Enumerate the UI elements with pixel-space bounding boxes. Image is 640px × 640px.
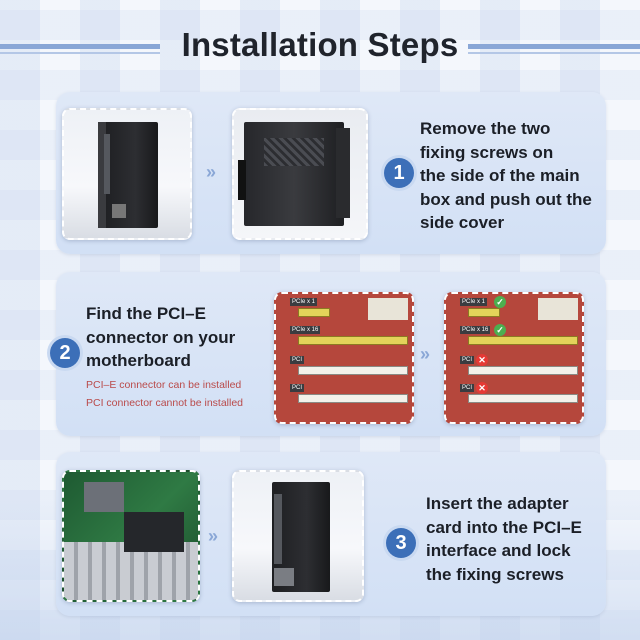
arrow-icon: » <box>208 526 219 546</box>
arrow-icon: » <box>420 344 431 364</box>
step-3-description: Insert the adapter card into the PCI–E i… <box>426 494 582 584</box>
step-2-panel: 2 Find the PCI–E connector on your mothe… <box>50 272 606 436</box>
step-number-badge: 1 <box>384 158 414 188</box>
check-icon: ✓ <box>494 324 506 336</box>
cross-icon: ✕ <box>476 354 488 366</box>
check-icon: ✓ <box>494 296 506 308</box>
step-3-panel: » 3 Insert the adapter card into the PCI… <box>56 452 606 616</box>
step-number-badge: 2 <box>50 338 80 368</box>
slot-label: PCI <box>290 384 305 392</box>
title-rule-right <box>468 44 640 54</box>
motherboard-marked-photo: PCIe x 1 ✓ PCIe x 16 ✓ PCI ✕ PCI ✕ <box>444 292 584 424</box>
finished-pc-photo <box>232 470 364 602</box>
cross-icon: ✕ <box>476 382 488 394</box>
page-title: Installation Steps <box>181 26 459 63</box>
step-1-panel: » 1 Remove the two fixing screws on the … <box>56 92 606 254</box>
slot-label: PCI <box>460 356 475 364</box>
slot-label: PCIe x 1 <box>290 298 318 306</box>
title-rule-left <box>0 44 160 54</box>
slot-label: PCIe x 16 <box>460 326 491 334</box>
closed-pc-photo <box>62 108 192 240</box>
motherboard-photo: PCIe x 1 PCIe x 16 PCI PCI <box>274 292 414 424</box>
open-pc-photo <box>232 108 368 240</box>
step-1-description: Remove the two fixing screws on the side… <box>420 119 592 232</box>
step-number-badge: 3 <box>386 528 416 558</box>
slot-label: PCI <box>460 384 475 392</box>
note-cannot-install: PCI connector cannot be installed <box>86 397 244 409</box>
slot-label: PCIe x 1 <box>460 298 488 306</box>
note-can-install: PCI–E connector can be installed <box>86 379 242 391</box>
slot-label: PCIe x 16 <box>290 326 321 334</box>
header: Installation Steps <box>0 22 640 72</box>
slot-label: PCI <box>290 356 305 364</box>
card-install-photo <box>62 470 200 602</box>
step-2-description: Find the PCI–E connector on your motherb… <box>86 304 236 370</box>
step-2-notes: PCI–E connector can be installed PCI con… <box>86 376 286 412</box>
arrow-icon: » <box>206 162 217 182</box>
